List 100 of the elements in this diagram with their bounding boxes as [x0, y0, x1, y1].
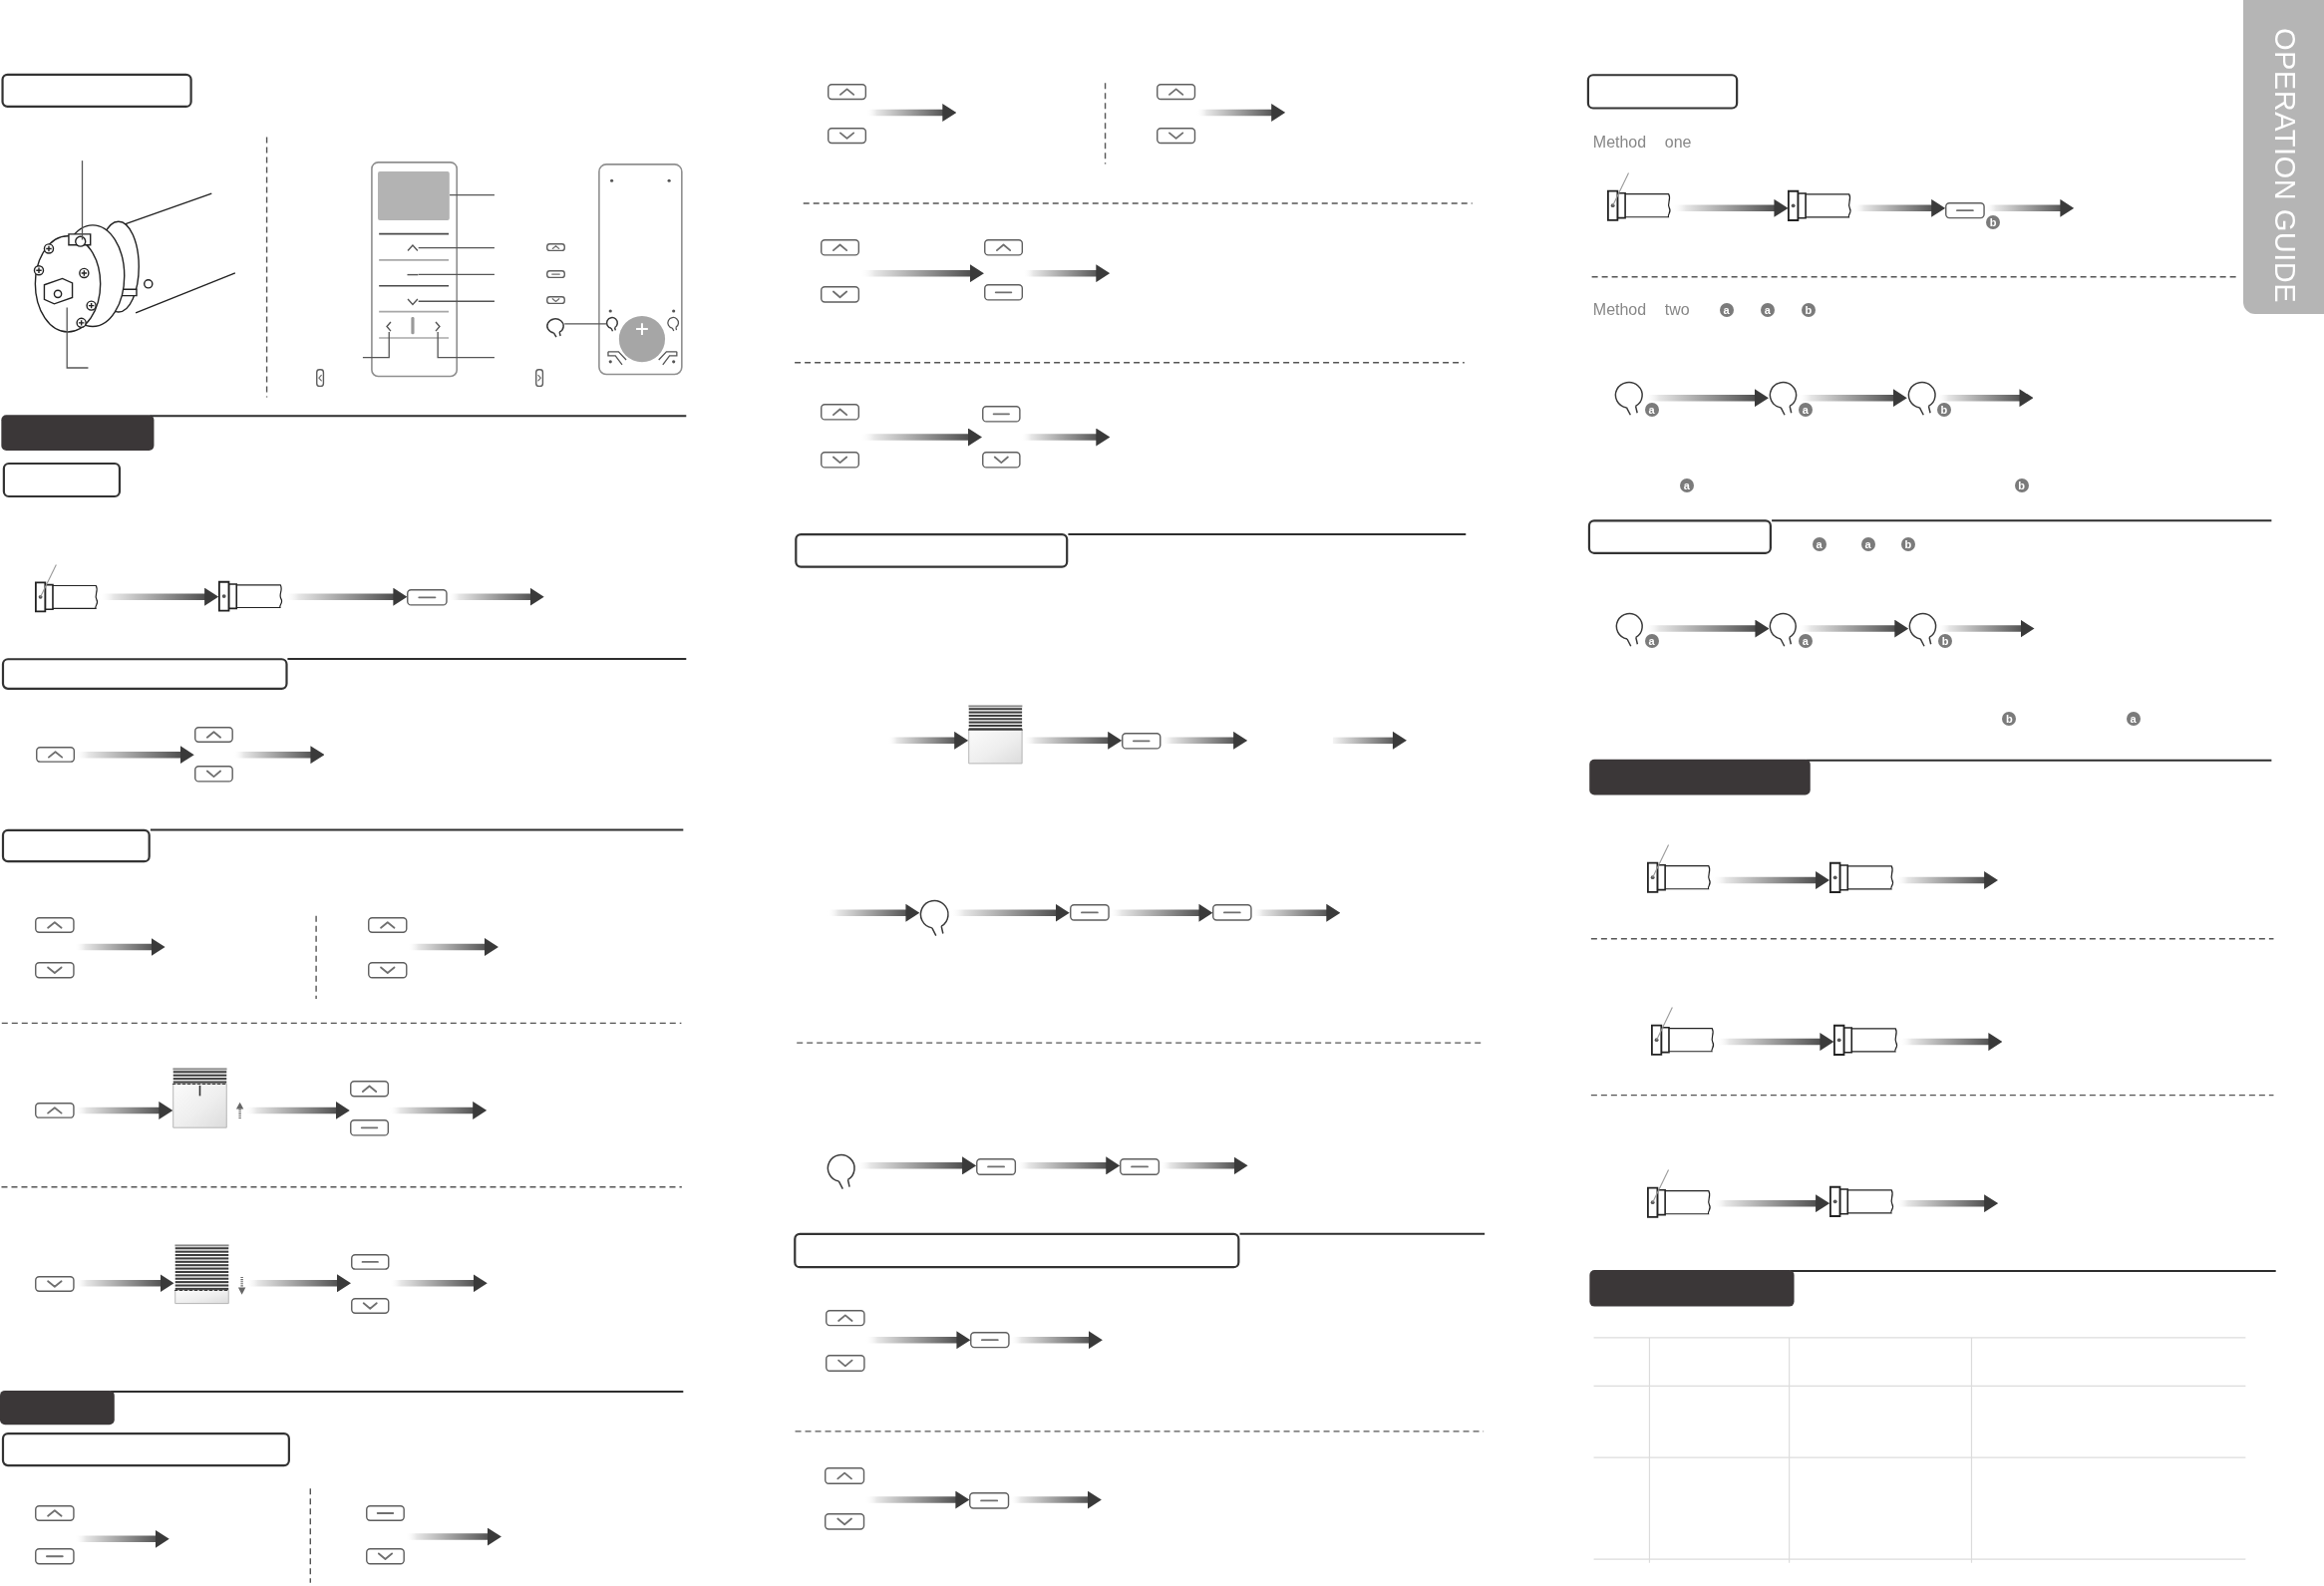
up-key-icon: [34, 917, 75, 934]
caption-text: one: [1664, 134, 1692, 152]
up-key-icon: [193, 727, 233, 744]
down-key-icon: [821, 452, 860, 470]
down-key-icon: [34, 1275, 75, 1292]
down-key-icon: [1157, 127, 1196, 144]
roller-blind-icon: [172, 1067, 244, 1128]
motor-end-icon: [1829, 862, 1895, 893]
letter-badge: a: [1798, 634, 1813, 649]
loop-icon: [1769, 611, 1799, 648]
down-key-icon: [546, 296, 566, 305]
dash-icon: [406, 271, 419, 277]
display-screen: [378, 170, 450, 220]
minus-key-icon: [1945, 201, 1985, 218]
letter-badge: b: [2014, 477, 2029, 492]
loop-icon: [1906, 380, 1937, 417]
letter-badge: a: [1760, 303, 1775, 317]
minus-key-icon: [1122, 733, 1162, 750]
down-key-icon: [351, 1297, 390, 1314]
down-key-icon: [366, 1547, 406, 1565]
letter-badge: a: [1719, 303, 1734, 317]
up-chevron-icon: [406, 244, 419, 252]
minus-key-icon: [982, 406, 1021, 423]
side-tab: [2243, 0, 2324, 314]
up-key-icon: [349, 1081, 389, 1098]
right-chevron-icon: [435, 320, 442, 332]
minus-key-icon: [366, 1504, 406, 1521]
down-key-icon: [193, 766, 233, 783]
letter-badge: a: [1860, 537, 1875, 552]
down-key-icon: [34, 961, 75, 979]
leader-line: [66, 306, 90, 369]
loop-icon: [546, 317, 565, 338]
up-key-icon: [34, 1504, 75, 1521]
up-key-icon: [983, 238, 1024, 256]
caption-text: Method: [1592, 134, 1647, 152]
loop-icon: [1908, 611, 1938, 648]
minus-key-icon: [349, 1118, 389, 1136]
minus-key-icon: [1120, 1157, 1161, 1175]
caption-text: Method: [1592, 301, 1647, 319]
up-key-icon: [368, 917, 408, 934]
right-key-icon: [534, 368, 543, 387]
leader-line: [449, 194, 496, 196]
loop-icon: [1768, 380, 1799, 417]
letter-badge: b: [1936, 403, 1951, 418]
letter-badge: a: [1644, 634, 1659, 649]
loop-icon: [1614, 380, 1644, 417]
motor-end-icon: [34, 563, 100, 612]
minus-key-icon: [546, 270, 566, 279]
down-key-icon: [827, 127, 866, 144]
letter-badge: b: [1900, 537, 1915, 552]
motor-end-icon: [1833, 1025, 1900, 1057]
letter-badge: a: [2126, 712, 2141, 727]
minus-key-icon: [969, 1491, 1010, 1509]
up-key-icon: [824, 1467, 864, 1485]
down-key-icon: [824, 1513, 864, 1531]
motor-end-icon: [1646, 1168, 1712, 1218]
down-chevron-icon: [406, 297, 419, 305]
loop-icon: [919, 898, 951, 938]
up-key-icon: [825, 1309, 865, 1326]
letter-badge: b: [1938, 634, 1952, 649]
down-key-icon: [368, 961, 408, 979]
minus-key-icon: [1069, 903, 1110, 921]
up-key-icon: [34, 1102, 75, 1118]
letter-badge: a: [1644, 403, 1659, 418]
letter-badge: a: [1798, 403, 1813, 418]
leader-line: [81, 159, 84, 241]
left-key-icon: [315, 368, 324, 387]
letter-badge: a: [1812, 537, 1826, 552]
leader-line: [418, 273, 496, 276]
motor-end-icon: [1646, 844, 1712, 893]
up-key-icon: [821, 238, 860, 256]
left-chevron-icon: [386, 320, 393, 332]
minus-key-icon: [983, 284, 1024, 301]
minus-key-icon: [1212, 903, 1253, 921]
roller-blind-icon: [968, 705, 1024, 765]
remote-control-back: [598, 163, 683, 376]
remote-control-front: [371, 161, 459, 378]
leader-line: [437, 331, 496, 359]
leader-line: [563, 323, 607, 325]
up-key-icon: [546, 243, 566, 252]
motor-end-icon: [1788, 190, 1853, 222]
leader-line: [418, 247, 496, 249]
caption-text: two: [1664, 301, 1690, 319]
roller-blind-icon: [173, 1244, 245, 1305]
tab-title: OPERATION GUIDE: [2269, 27, 2299, 303]
leader-line: [418, 300, 496, 302]
loop-icon: [1615, 611, 1644, 648]
up-key-icon: [827, 84, 866, 101]
loop-icon: [827, 1152, 856, 1190]
down-key-icon: [982, 451, 1021, 469]
motor-end-icon: [1829, 1186, 1895, 1218]
letter-badge: b: [1801, 303, 1816, 317]
minus-key-icon: [34, 1547, 75, 1565]
up-key-icon: [1157, 84, 1196, 101]
leader-line: [362, 331, 390, 359]
motor-end-icon: [1650, 1007, 1716, 1057]
up-key-icon: [35, 747, 75, 764]
letter-badge: a: [1679, 477, 1694, 492]
letter-badge: b: [2002, 712, 2017, 727]
down-key-icon: [821, 285, 860, 303]
